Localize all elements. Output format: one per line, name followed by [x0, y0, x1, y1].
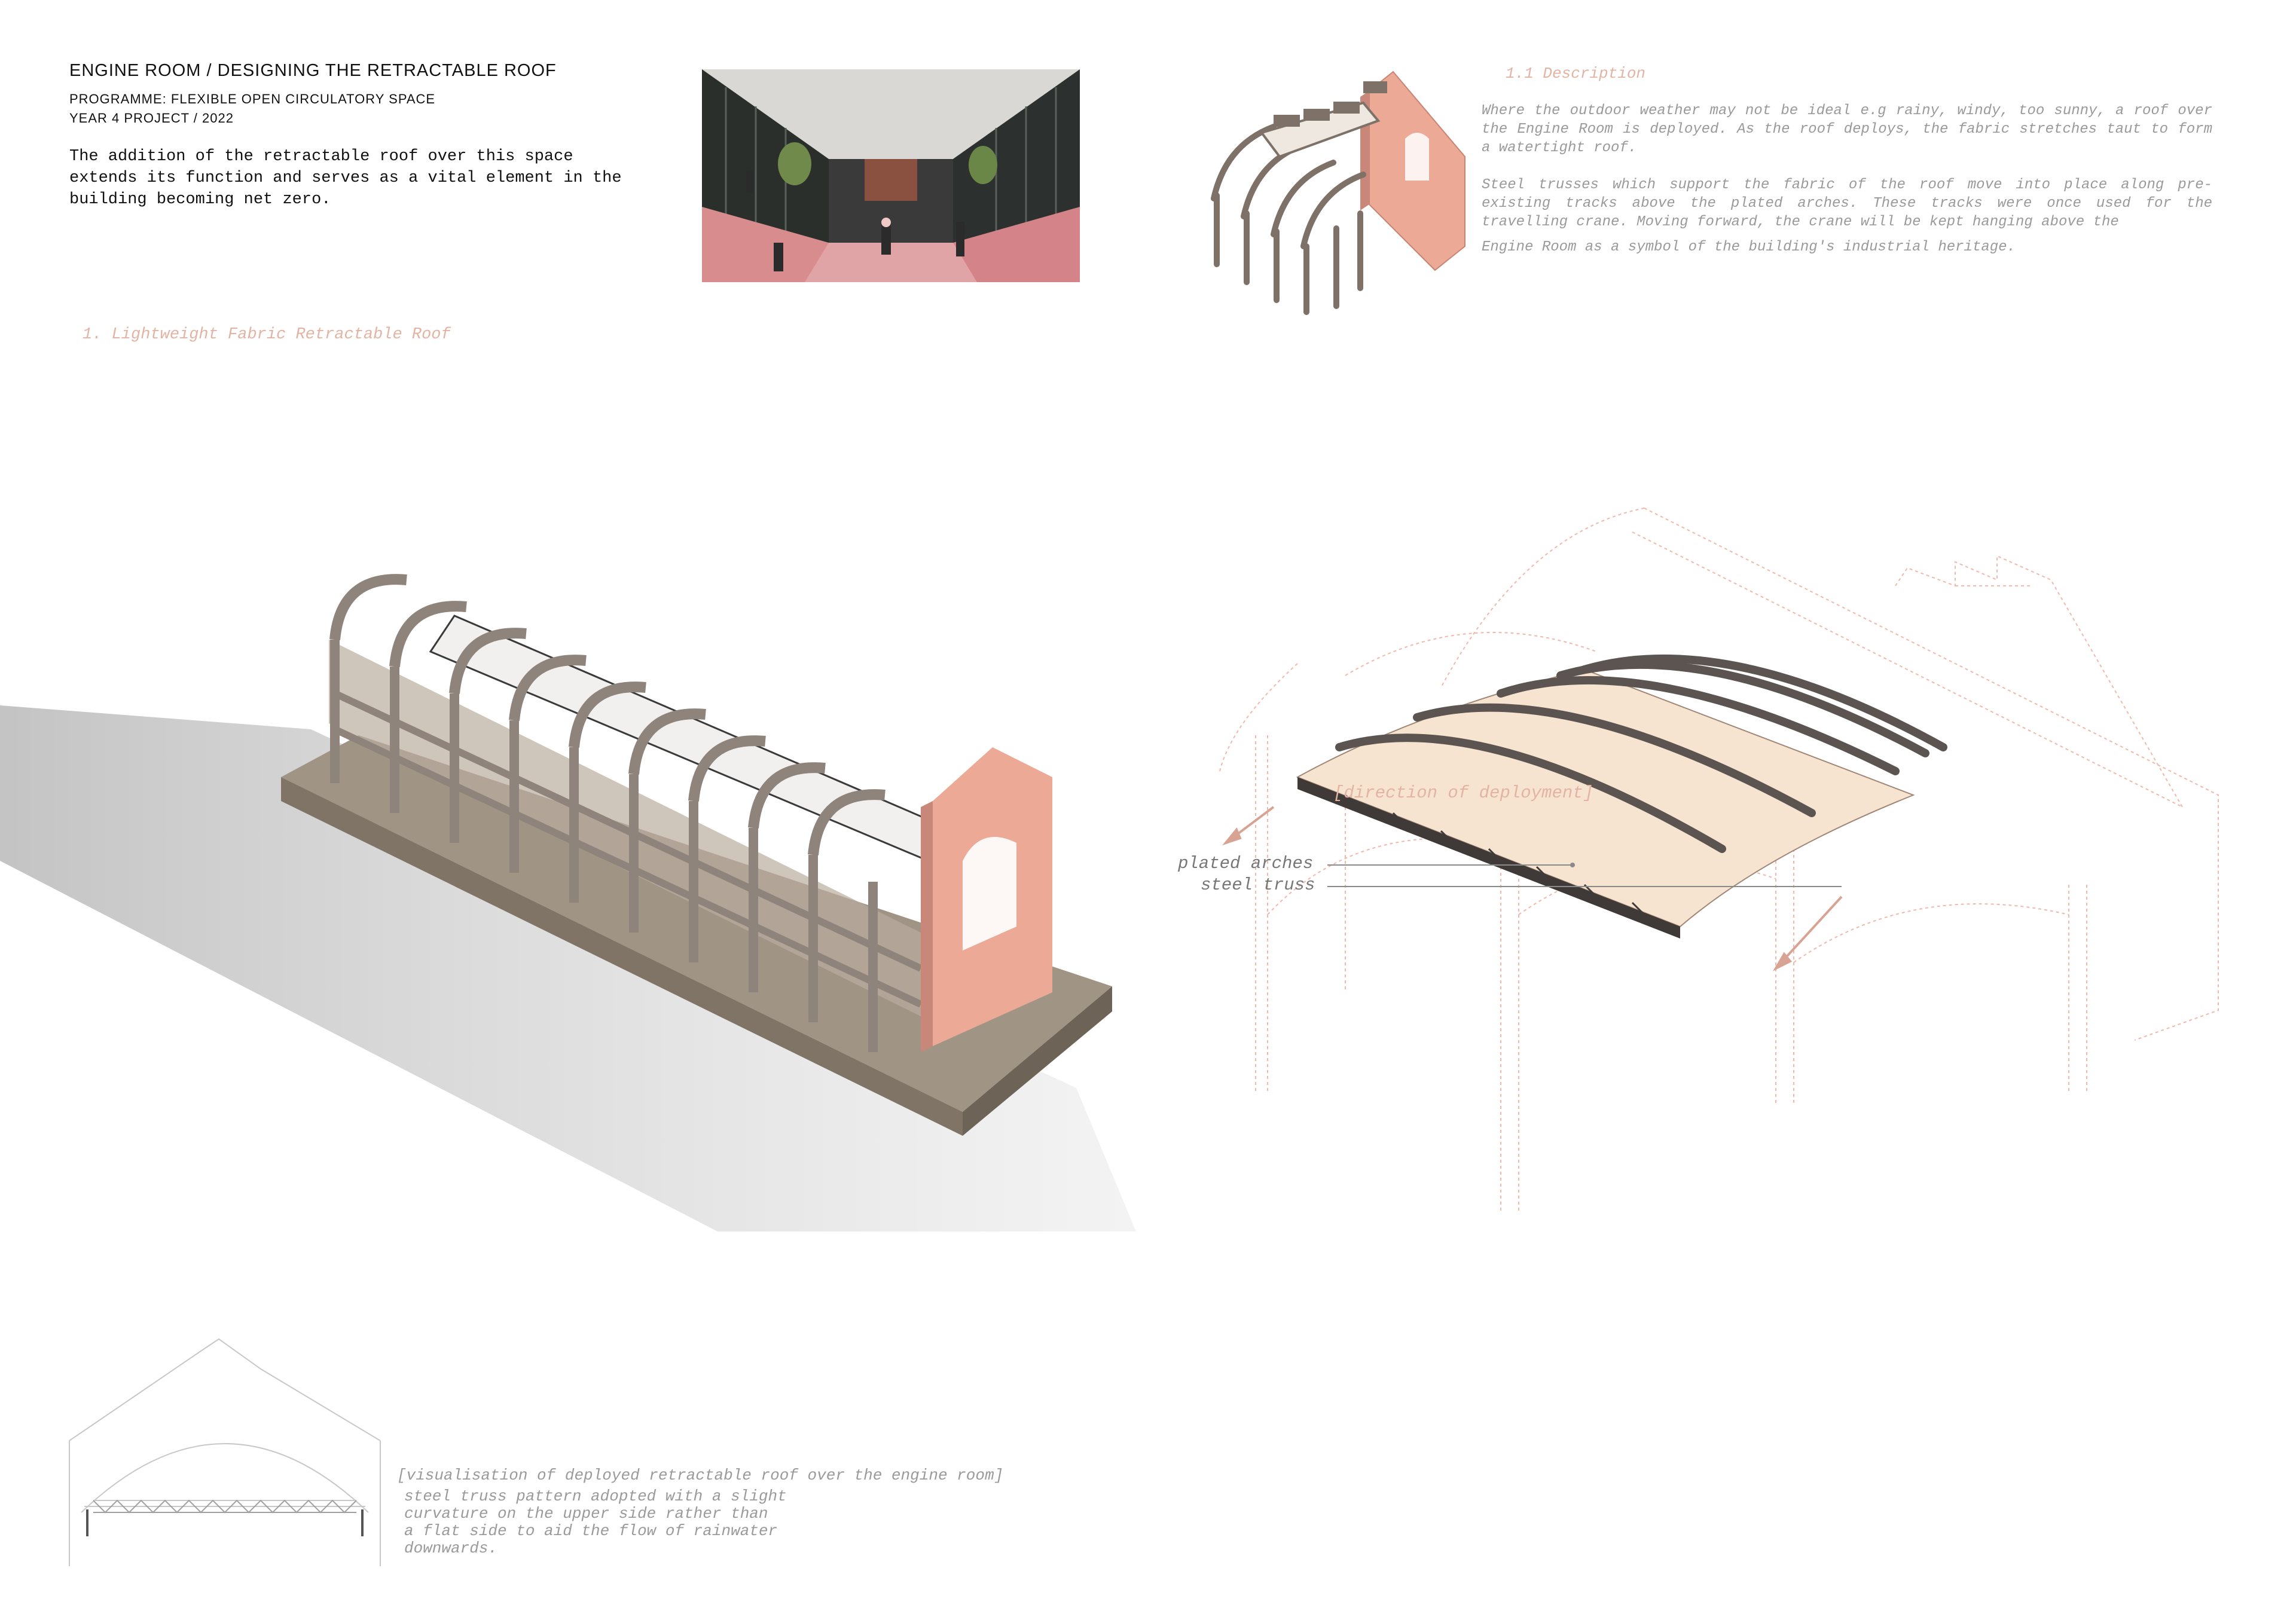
interior-render-image — [702, 69, 1080, 282]
programme-line: PROGRAMME: FLEXIBLE OPEN CIRCULATORY SPA… — [69, 91, 436, 106]
caption-title: [visualisation of deployed retractable r… — [397, 1466, 1004, 1484]
plated-arches-label: plated arches — [1178, 854, 1314, 873]
caption-line-2: curvature on the upper side rather than — [404, 1505, 768, 1523]
steel-truss-label: steel truss — [1201, 875, 1315, 895]
direction-of-deployment-label: [direction of deployment] — [1333, 783, 1594, 803]
axonometric-engine-room-model — [0, 574, 1136, 1231]
section-1-title: 1. Lightweight Fabric Retractable Roof — [83, 326, 451, 344]
intro-line-3: building becoming net zero. — [69, 191, 331, 209]
retractable-roof-exploded-diagram — [1219, 508, 2219, 1214]
caption-line-4: downwards. — [404, 1539, 498, 1557]
project-subtitle: PROGRAMME: FLEXIBLE OPEN CIRCULATORY SPA… — [69, 90, 435, 128]
small-axonometric-drawing — [1211, 71, 1465, 315]
caption-body: steel truss pattern adopted with a sligh… — [404, 1488, 811, 1557]
description-paragraph-3: Engine Room as a symbol of the building'… — [1482, 239, 2016, 255]
caption-line-3: a flat side to aid the flow of rainwater — [404, 1522, 778, 1540]
description-heading: 1.1 Description — [1506, 65, 1646, 82]
intro-line-1: The addition of the retractable roof ove… — [69, 148, 573, 166]
caption-line-1: steel truss pattern adopted with a sligh… — [404, 1487, 787, 1505]
year-line: YEAR 4 PROJECT / 2022 — [69, 111, 234, 126]
roof-section-drawing — [69, 1338, 381, 1566]
description-paragraph-1: Where the outdoor weather may not be ide… — [1482, 103, 2212, 156]
intro-line-2: extends its function and serves as a vit… — [69, 169, 622, 187]
description-paragraph-2: Steel trusses which support the fabric o… — [1482, 177, 2212, 230]
intro-paragraph: The addition of the retractable roof ove… — [69, 146, 673, 210]
page-title: ENGINE ROOM / DESIGNING THE RETRACTABLE … — [69, 61, 557, 80]
